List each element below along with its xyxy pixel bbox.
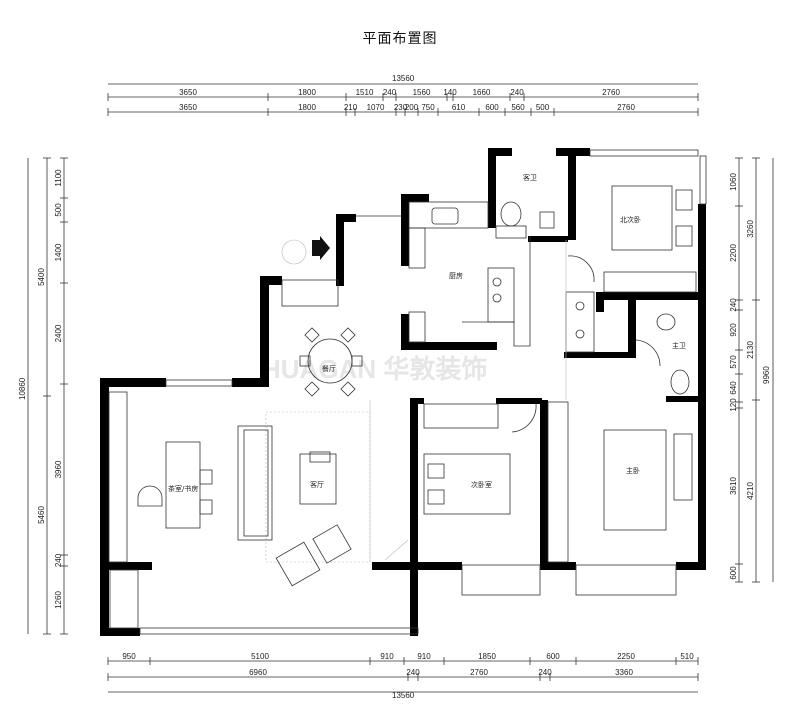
dim-label: 120 (729, 398, 738, 412)
dim-label: 1850 (478, 652, 496, 661)
dim-label: 1510 (356, 88, 374, 97)
dim-label: 2130 (746, 341, 755, 359)
dim-label: 1100 (54, 169, 63, 187)
room-label-second-bedroom: 次卧室 (471, 480, 492, 489)
walls (100, 148, 706, 636)
dim-right-row2: 3260 2130 4210 (746, 157, 760, 583)
dim-label: 6960 (249, 668, 267, 677)
dim-label: 500 (54, 203, 63, 217)
room-label-guest-bath: 客卫 (523, 173, 537, 182)
watermark: HUAGAN 华敦装饰 (262, 354, 487, 384)
dim-label: 5100 (251, 652, 269, 661)
dim-label: 910 (417, 652, 431, 661)
dim-label: 500 (536, 103, 550, 112)
dim-label: 5460 (37, 506, 46, 524)
bottom-dimensions: 950 5100 910 910 1850 600 2250 510 6960 240 2760 2… (107, 652, 699, 700)
room-label-master-bath: 主卫 (672, 341, 686, 350)
dim-label: 610 (452, 103, 466, 112)
room-label-living: 客厅 (310, 480, 324, 489)
dim-label: 1070 (367, 103, 385, 112)
dim-label: 240 (729, 298, 738, 312)
dim-label: 510 (680, 652, 694, 661)
dim-label: 1800 (298, 88, 316, 97)
dim-label: 2760 (617, 103, 635, 112)
dim-label: 2250 (617, 652, 635, 661)
dim-top-row1: 3650 1800 1510 240 1560 140 1660 240 2760 (107, 88, 699, 101)
dim-label: 640 (729, 381, 738, 395)
dim-label: 2200 (729, 244, 738, 262)
dim-bottom-row2: 6960 240 2760 240 3360 (107, 668, 699, 681)
dim-label: 5400 (37, 268, 46, 286)
dim-bottom-row1: 950 5100 910 910 1850 600 2250 510 (107, 652, 699, 665)
room-labels: 客卫 北次卧 厨房 餐厅 主卫 客厅 茶室/书房 次卧室 主卧 (168, 173, 686, 493)
dim-label: 600 (546, 652, 560, 661)
dim-label: 2400 (54, 324, 63, 342)
dim-label: 3960 (54, 460, 63, 478)
dim-label: 950 (122, 652, 136, 661)
dim-label: 1400 (54, 243, 63, 261)
dim-label: 750 (421, 103, 435, 112)
dim-label: 1560 (413, 88, 431, 97)
dim-label: 910 (380, 652, 394, 661)
dim-label: 4210 (746, 482, 755, 500)
dim-label: 600 (729, 566, 738, 580)
dim-label: 1060 (729, 173, 738, 191)
dim-label: 240 (538, 668, 552, 677)
dim-label: 210 (344, 103, 358, 112)
room-label-north-bedroom: 北次卧 (620, 215, 641, 224)
dim-label: 560 (511, 103, 525, 112)
room-label-master-bedroom: 主卧 (626, 466, 640, 475)
dim-label: 240 (383, 88, 397, 97)
dim-label: 1800 (298, 103, 316, 112)
dim-left-row1: 5400 5460 (37, 157, 51, 635)
dim-bottom-total: 13560 (392, 691, 415, 700)
dim-label: 3650 (179, 103, 197, 112)
room-label-kitchen: 厨房 (449, 271, 463, 280)
dim-label: 570 (729, 355, 738, 369)
dim-label: 3360 (615, 668, 633, 677)
dim-label: 3610 (729, 477, 738, 495)
dim-right-total: 9960 (762, 366, 771, 384)
dim-label: 1660 (473, 88, 491, 97)
room-label-dining: 餐厅 (322, 364, 336, 373)
dim-label: 230 (394, 103, 408, 112)
dim-left-total: 10860 (18, 377, 27, 400)
right-dimensions: 1060 2200 240 920 570 640 120 3610 600 3260 2130 4… (729, 157, 774, 583)
dim-label: 3260 (746, 220, 755, 238)
dim-right-row1: 1060 2200 240 920 570 640 120 3610 600 (729, 157, 743, 583)
left-dimensions: 10860 5400 5460 1100 500 1400 2400 3960 240 126… (18, 157, 68, 635)
dim-label: 240 (406, 668, 420, 677)
dim-label: 240 (510, 88, 524, 97)
dim-label: 3650 (179, 88, 197, 97)
dim-label: 2760 (602, 88, 620, 97)
dim-label: 140 (443, 88, 457, 97)
dim-label: 240 (54, 553, 63, 567)
dim-label: 200 (405, 103, 419, 112)
dim-top-total: 13560 (392, 74, 415, 83)
fixtures (108, 149, 707, 635)
drawing-title: 平面布置图 (362, 31, 438, 47)
dim-label: 920 (729, 323, 738, 337)
dim-left-row2: 1100 500 1400 2400 3960 240 1260 (54, 157, 68, 635)
room-label-study: 茶室/书房 (168, 484, 198, 493)
dim-label: 2760 (470, 668, 488, 677)
dim-label: 1260 (54, 591, 63, 609)
dim-label: 600 (485, 103, 499, 112)
